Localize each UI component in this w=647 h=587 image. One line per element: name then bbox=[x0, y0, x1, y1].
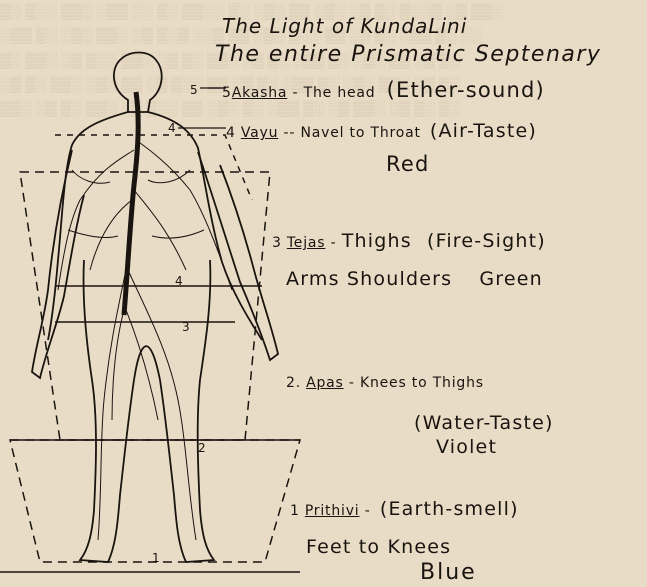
level-2-name: Apas bbox=[306, 375, 344, 391]
figure-marker-3: 3 bbox=[182, 320, 190, 334]
level-5-row: 5Akasha - The head (Ether-sound) bbox=[222, 78, 545, 102]
level-3-color: Green bbox=[479, 268, 543, 290]
level-5-region: The head bbox=[304, 85, 376, 101]
figure-marker-2: 2 bbox=[198, 441, 206, 455]
level-3-name: Tejas bbox=[287, 235, 326, 251]
figure-marker-5: 5 bbox=[190, 83, 198, 97]
diagram-subtitle: The entire Prismatic Septenary bbox=[215, 42, 601, 67]
level-4-color: Red bbox=[386, 152, 430, 176]
level-1-name: Prithivi bbox=[305, 503, 360, 519]
spine-line bbox=[124, 92, 138, 315]
level-5-element-sense: (Ether-sound) bbox=[387, 78, 545, 102]
level-3-region: Thighs bbox=[342, 230, 412, 252]
level-2-row: 2. Apas - Knees to Thighs bbox=[286, 372, 484, 391]
level-2-color: Violet bbox=[436, 436, 497, 458]
level-4-row: 4 Vayu -- Navel to Throat (Air-Taste) bbox=[226, 120, 537, 142]
level-4-region: Navel to Throat bbox=[300, 125, 420, 141]
figure-marker-1: 1 bbox=[152, 551, 160, 565]
figure-marker-4-lower: 4 bbox=[175, 274, 183, 288]
level-4-name: Vayu bbox=[241, 125, 278, 141]
level-5-number: 5 bbox=[222, 85, 232, 101]
level-3-row: 3 Tejas - Thighs (Fire-Sight) bbox=[272, 230, 546, 252]
level-3-region-arms: Arms Shoulders bbox=[286, 268, 452, 290]
level-2-element-sense: (Water-Taste) bbox=[414, 412, 554, 434]
level-1-region: Feet to Knees bbox=[306, 536, 451, 558]
figure-marker-4-upper: 4 bbox=[168, 121, 176, 135]
level-2-number: 2. bbox=[286, 375, 301, 391]
level-1-number: 1 bbox=[290, 503, 300, 519]
level-1-color: Blue bbox=[420, 560, 477, 585]
level-3-element-sense: (Fire-Sight) bbox=[427, 230, 546, 252]
level-3-row2: Arms Shoulders Green bbox=[286, 268, 543, 290]
level-4-element-sense: (Air-Taste) bbox=[430, 120, 537, 142]
level-4-number: 4 bbox=[226, 125, 236, 141]
dashed-septenary-outlines bbox=[0, 135, 300, 572]
diagram-title: The Light of KundaLini bbox=[222, 14, 467, 38]
level-5-name: Akasha bbox=[232, 85, 288, 101]
level-1-row: 1 Prithivi - (Earth-smell) bbox=[290, 498, 519, 520]
level-3-number: 3 bbox=[272, 235, 282, 251]
level-1-element-sense: (Earth-smell) bbox=[380, 498, 519, 520]
level-2-region: Knees to Thighs bbox=[360, 375, 484, 391]
